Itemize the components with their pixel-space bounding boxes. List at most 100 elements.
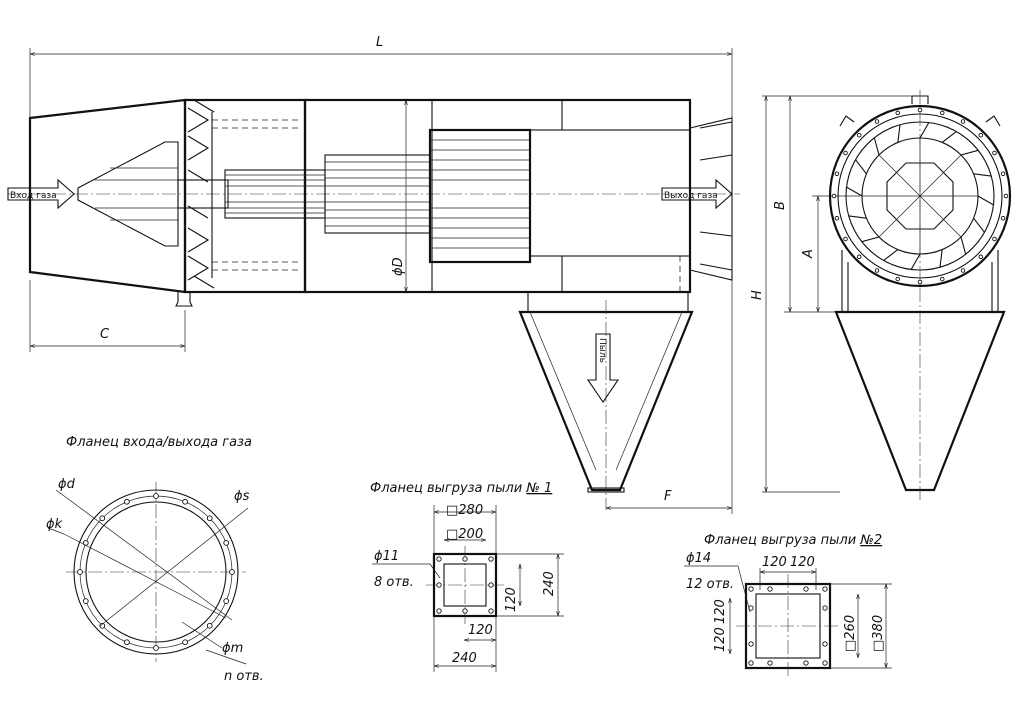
dust-flange-2-outer: □380 <box>871 615 886 652</box>
bolt-hole <box>1000 171 1006 176</box>
bolt-hole <box>223 540 230 546</box>
swirl-vane <box>960 149 979 156</box>
bolt-hole <box>436 582 442 588</box>
dust-flange-1-inner: □200 <box>446 527 483 542</box>
end-view-octagon <box>886 162 954 230</box>
swirl-vane <box>973 217 985 233</box>
bolt-hole <box>748 641 754 647</box>
dust-flange-2-v120a: 120 <box>713 599 728 624</box>
bolt-hole <box>874 119 880 124</box>
swirl-vane <box>861 236 880 243</box>
bolt-hole <box>822 586 828 592</box>
gas-flange-s: ϕs <box>234 489 250 504</box>
dust-flange-2-h120b: 120 <box>790 555 815 570</box>
bolt-hole <box>229 569 235 575</box>
dust-flange-2-h120a: 120 <box>762 555 787 570</box>
dust-flange-1-v120: 120 <box>504 587 519 612</box>
bolt-hole <box>488 582 494 588</box>
dust-flange-1-title: Фланец выгруза пыли № 1 <box>370 481 552 496</box>
bolt-hole <box>803 586 809 592</box>
gas-inlet-arrow: Вход газа <box>7 178 75 210</box>
bolt-hole <box>436 556 442 562</box>
swirl-vane <box>919 122 930 139</box>
bolt-hole <box>77 569 83 575</box>
dimension-f-label: F <box>664 489 672 504</box>
bolt-hole <box>822 641 828 647</box>
bolt-hole <box>124 639 130 646</box>
dust-flange-1-number: № 1 <box>525 481 552 496</box>
bolt-hole <box>992 236 997 242</box>
bolt-hole <box>803 660 809 666</box>
dimension-l-label: L <box>376 35 383 50</box>
bolt-hole <box>99 515 106 522</box>
bolt-hole <box>822 605 828 611</box>
bolt-hole <box>124 498 130 505</box>
dust-flange-2-hole: ϕ14 <box>686 551 711 566</box>
bolt-hole <box>1000 216 1006 221</box>
swirl-vane <box>846 186 863 197</box>
dust-flange-2-inner: □260 <box>843 615 858 652</box>
dust-flange-1-h240: 240 <box>452 651 477 666</box>
gas-flange-view: Фланец входа/выхода газа ϕd ϕs ϕk ϕm n о… <box>46 435 264 684</box>
swirl-vane <box>941 131 957 143</box>
outlet-fins <box>689 100 733 292</box>
swirl-vane <box>973 173 992 177</box>
bolt-hole <box>1003 193 1009 199</box>
bolt-hole <box>82 598 89 604</box>
gas-flange-k: ϕk <box>46 517 63 532</box>
gas-outlet-arrow: Выход газа <box>661 178 733 210</box>
bolt-hole <box>206 622 213 629</box>
dimension-d-label: ϕD <box>391 257 406 276</box>
bolt-hole <box>834 171 840 176</box>
side-view: L <box>7 35 740 514</box>
dimension-h-label: H <box>750 290 765 300</box>
bolt-hole <box>462 556 468 562</box>
dust-flange-1-title-text: Фланец выгруза пыли <box>370 481 522 496</box>
dust-flange-2-view: Фланец выгруза пыли №2 120 120 120 120 □… <box>684 533 892 678</box>
bolt-hole <box>153 493 159 499</box>
bolt-hole <box>843 236 848 242</box>
bolt-hole <box>978 132 984 138</box>
dust-flange-1-v240: 240 <box>542 571 557 596</box>
swirl-vane <box>848 215 867 219</box>
ribbed-tube-3 <box>428 128 532 264</box>
bolt-hole <box>856 132 862 138</box>
dust-hopper: Пыль <box>518 291 694 510</box>
gas-outlet-label: Выход газа <box>664 191 718 201</box>
bolt-hole <box>822 660 828 666</box>
bolt-hole <box>206 515 213 522</box>
bolt-hole <box>153 645 159 651</box>
swirl-vane <box>897 124 901 143</box>
bolt-hole <box>488 608 494 614</box>
bolt-hole <box>831 193 837 199</box>
gas-flange-title: Фланец входа/выхода газа <box>66 435 252 450</box>
dust-arrow <box>586 333 620 403</box>
bolt-hole <box>748 586 754 592</box>
bolt-hole <box>462 608 468 614</box>
bolt-hole <box>182 498 188 505</box>
bolt-hole <box>843 150 848 156</box>
bolt-hole <box>960 268 966 273</box>
dimension-c-label: C <box>100 327 110 342</box>
bolt-hole <box>767 586 773 592</box>
bolt-hole <box>436 608 442 614</box>
support-foot <box>175 292 193 307</box>
dust-flange-2-number: №2 <box>859 533 882 548</box>
dust-flange-2-v120b: 120 <box>713 627 728 652</box>
swirl-vane <box>873 137 880 156</box>
dust-flange-2-title: Фланец выгруза пыли №2 <box>704 533 882 548</box>
swirl-vane <box>855 159 867 175</box>
bolt-hole <box>856 254 862 260</box>
bolt-hole <box>182 639 188 646</box>
gas-inlet-label: Вход газа <box>10 191 57 201</box>
inner-cone <box>77 141 179 247</box>
dust-flange-2-holes: 12 отв. <box>686 577 734 592</box>
bolt-hole <box>978 254 984 260</box>
end-view-outer-circle <box>828 104 1012 288</box>
swirl-vane <box>939 249 943 268</box>
dust-flange-1-hole: ϕ11 <box>374 549 399 564</box>
end-view-hopper <box>834 310 1006 492</box>
swirl-vane <box>960 236 967 255</box>
gas-flange-d: ϕd <box>58 477 76 492</box>
bolt-hole <box>895 110 900 116</box>
